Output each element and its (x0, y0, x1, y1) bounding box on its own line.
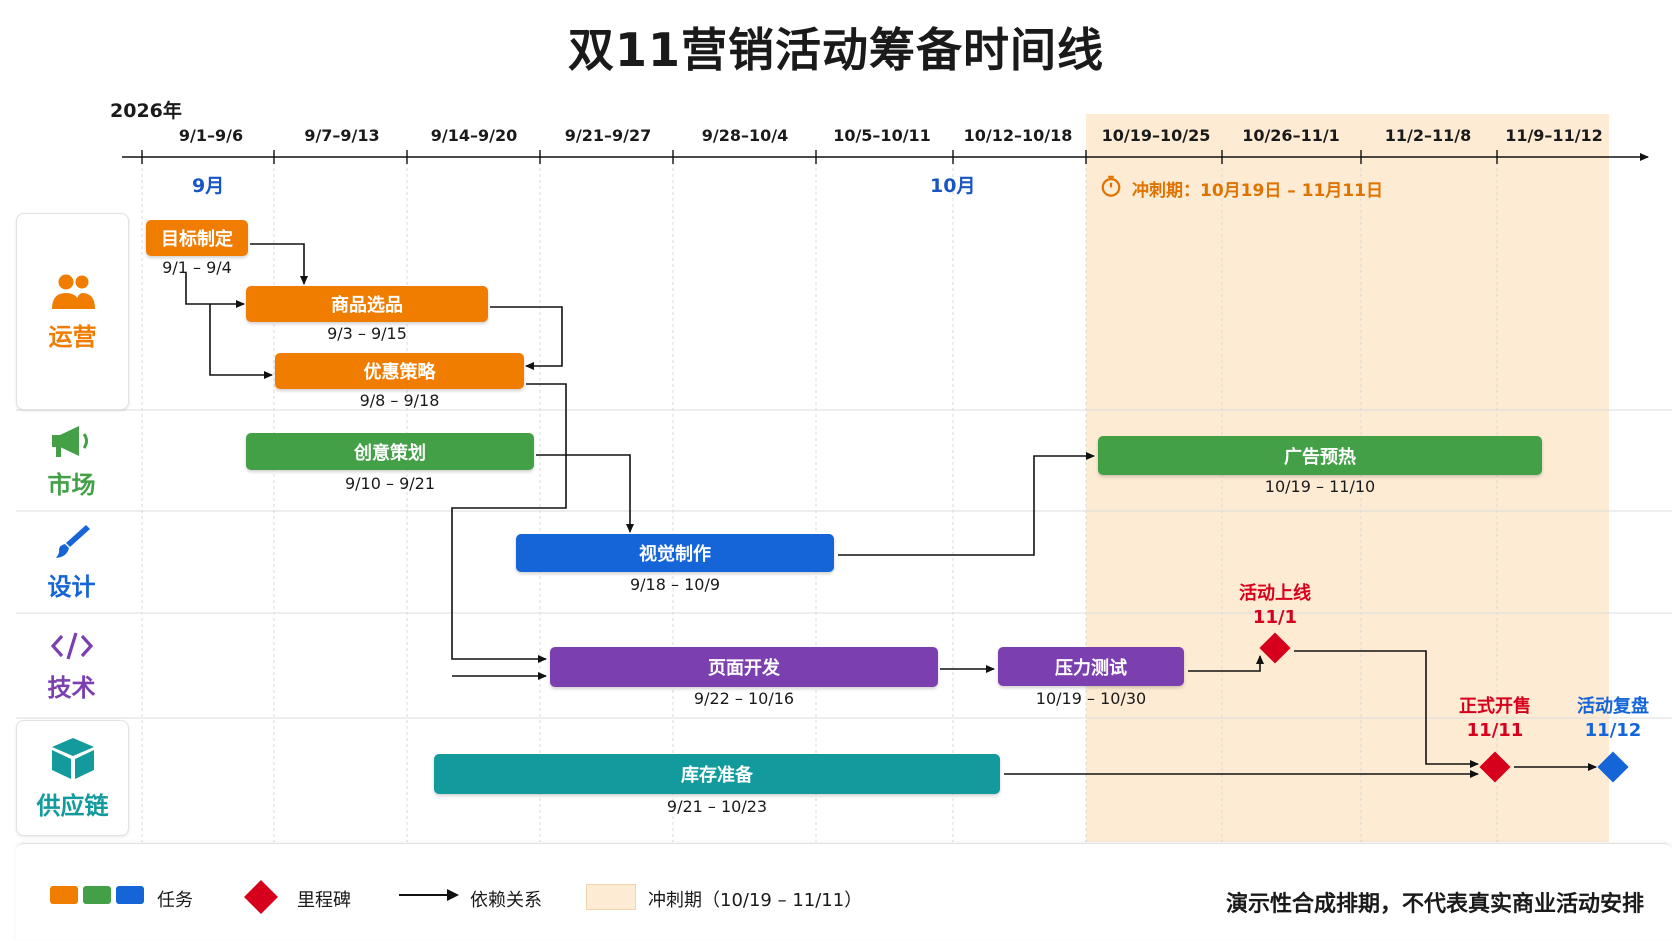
milestone-date: 11/11 (1466, 720, 1524, 741)
task-dates: 9/3 – 9/15 (327, 324, 407, 343)
task-bar-t5[interactable]: 广告预热 (1098, 436, 1542, 475)
task-dates: 10/19 – 11/10 (1264, 477, 1376, 496)
week-label: 9/28–10/4 (701, 126, 789, 145)
week-label: 10/19–10/25 (1101, 126, 1211, 145)
lane-ops: 运营 (16, 213, 129, 410)
task-bar-t3[interactable]: 优惠策略 (275, 353, 524, 389)
month-label-sep: 9月 (192, 175, 225, 197)
task-bar-t4[interactable]: 创意策划 (246, 433, 534, 470)
legend-panel (16, 843, 1672, 940)
milestone-label-m2: 正式开售 11/11 (1435, 695, 1555, 743)
task-color-swatches (50, 886, 144, 904)
legend-dependency: 依赖关系 (470, 890, 542, 911)
sprint-label: 冲刺期：10月19日 – 11月11日 (1132, 181, 1383, 201)
milestone-date: 11/1 (1252, 607, 1298, 628)
axis-ticks (141, 150, 1498, 164)
week-label: 10/5–10/11 (833, 126, 931, 145)
task-bar-t2[interactable]: 商品选品 (246, 286, 488, 322)
week-label: 9/1–9/6 (178, 126, 244, 145)
legend-milestone: 里程碑 (297, 890, 351, 911)
dep-t1-t2b (185, 272, 245, 308)
week-label: 10/12–10/18 (963, 126, 1073, 145)
task-dates: 9/22 – 10/16 (693, 689, 795, 708)
week-label: 10/26–11/1 (1242, 126, 1340, 145)
task-bar-t7[interactable]: 页面开发 (550, 647, 938, 687)
legend-task: 任务 (157, 890, 193, 911)
lane-name: 市场 (47, 470, 96, 499)
lane-tech: 技术 (16, 616, 127, 716)
milestone-label-m3: 活动复盘 11/12 (1554, 695, 1672, 743)
lane-name: 运营 (48, 323, 97, 351)
dep-t6-t5 (838, 452, 1095, 556)
arrow-right-icon (399, 889, 459, 901)
task-dates: 9/1 – 9/4 (162, 258, 232, 277)
lane-supply: 供应链 (16, 720, 129, 836)
milestone-name: 活动上线 (1239, 583, 1311, 604)
week-gridlines (141, 150, 1498, 842)
week-label: 11/9–11/12 (1505, 126, 1603, 145)
milestone-name: 正式开售 (1459, 696, 1531, 717)
milestone-date: 11/12 (1584, 720, 1642, 741)
month-label-oct: 10月 (930, 175, 976, 197)
task-bar-t8[interactable]: 压力测试 (998, 647, 1184, 686)
year-label: 2026年 (110, 100, 182, 122)
lane-name: 技术 (47, 673, 96, 702)
legend-sprint: 冲刺期（10/19 – 11/11） (648, 890, 863, 911)
milestone-diamond-icon (244, 880, 278, 914)
page-title: 双11营销活动筹备时间线 (567, 23, 1104, 77)
lane-separators (16, 409, 1672, 719)
code-icon (50, 632, 93, 659)
lane-name: 设计 (47, 572, 96, 601)
box-icon (51, 737, 94, 779)
week-label: 9/21–9/27 (564, 126, 652, 145)
task-dates: 9/21 – 10/23 (666, 797, 768, 816)
dep-t8-m1 (1188, 655, 1264, 672)
week-label: 9/14–9/20 (430, 126, 518, 145)
dep-t1-t2 (250, 243, 308, 285)
week-label: 9/7–9/13 (304, 126, 380, 145)
dependency-arrows (185, 243, 1597, 778)
task-bar-t9[interactable]: 库存准备 (434, 754, 1000, 794)
dep-t4-t6 (536, 454, 634, 533)
task-bar-t1[interactable]: 目标制定 (146, 220, 248, 256)
disclaimer-note: 演示性合成排期，不代表真实商业活动安排 (1225, 892, 1644, 917)
task-dates: 9/8 – 9/18 (359, 391, 440, 410)
task-dates: 9/18 – 10/9 (629, 575, 721, 594)
task-bar-t6[interactable]: 视觉制作 (516, 534, 834, 572)
milestone-label-m1: 活动上线 11/1 (1215, 582, 1335, 630)
lane-market: 市场 (16, 413, 127, 509)
users-icon (51, 274, 95, 309)
dep-t2-t3 (490, 306, 563, 370)
megaphone-icon (51, 425, 88, 457)
lane-name: 供应链 (36, 791, 109, 820)
timer-icon (1101, 175, 1121, 197)
milestone-name: 活动复盘 (1577, 696, 1649, 717)
brush-icon (55, 524, 90, 558)
sprint-band (1086, 114, 1609, 842)
dep-m1-m2 (1294, 650, 1479, 768)
sprint-swatch (586, 884, 636, 910)
task-dates: 9/10 – 9/21 (344, 474, 436, 493)
dep-t1-t3 (209, 304, 273, 379)
week-label: 11/2–11/8 (1384, 126, 1472, 145)
dep-t3-t7 (451, 383, 567, 663)
task-dates: 10/19 – 10/30 (1035, 689, 1147, 708)
lane-design: 设计 (16, 514, 127, 610)
